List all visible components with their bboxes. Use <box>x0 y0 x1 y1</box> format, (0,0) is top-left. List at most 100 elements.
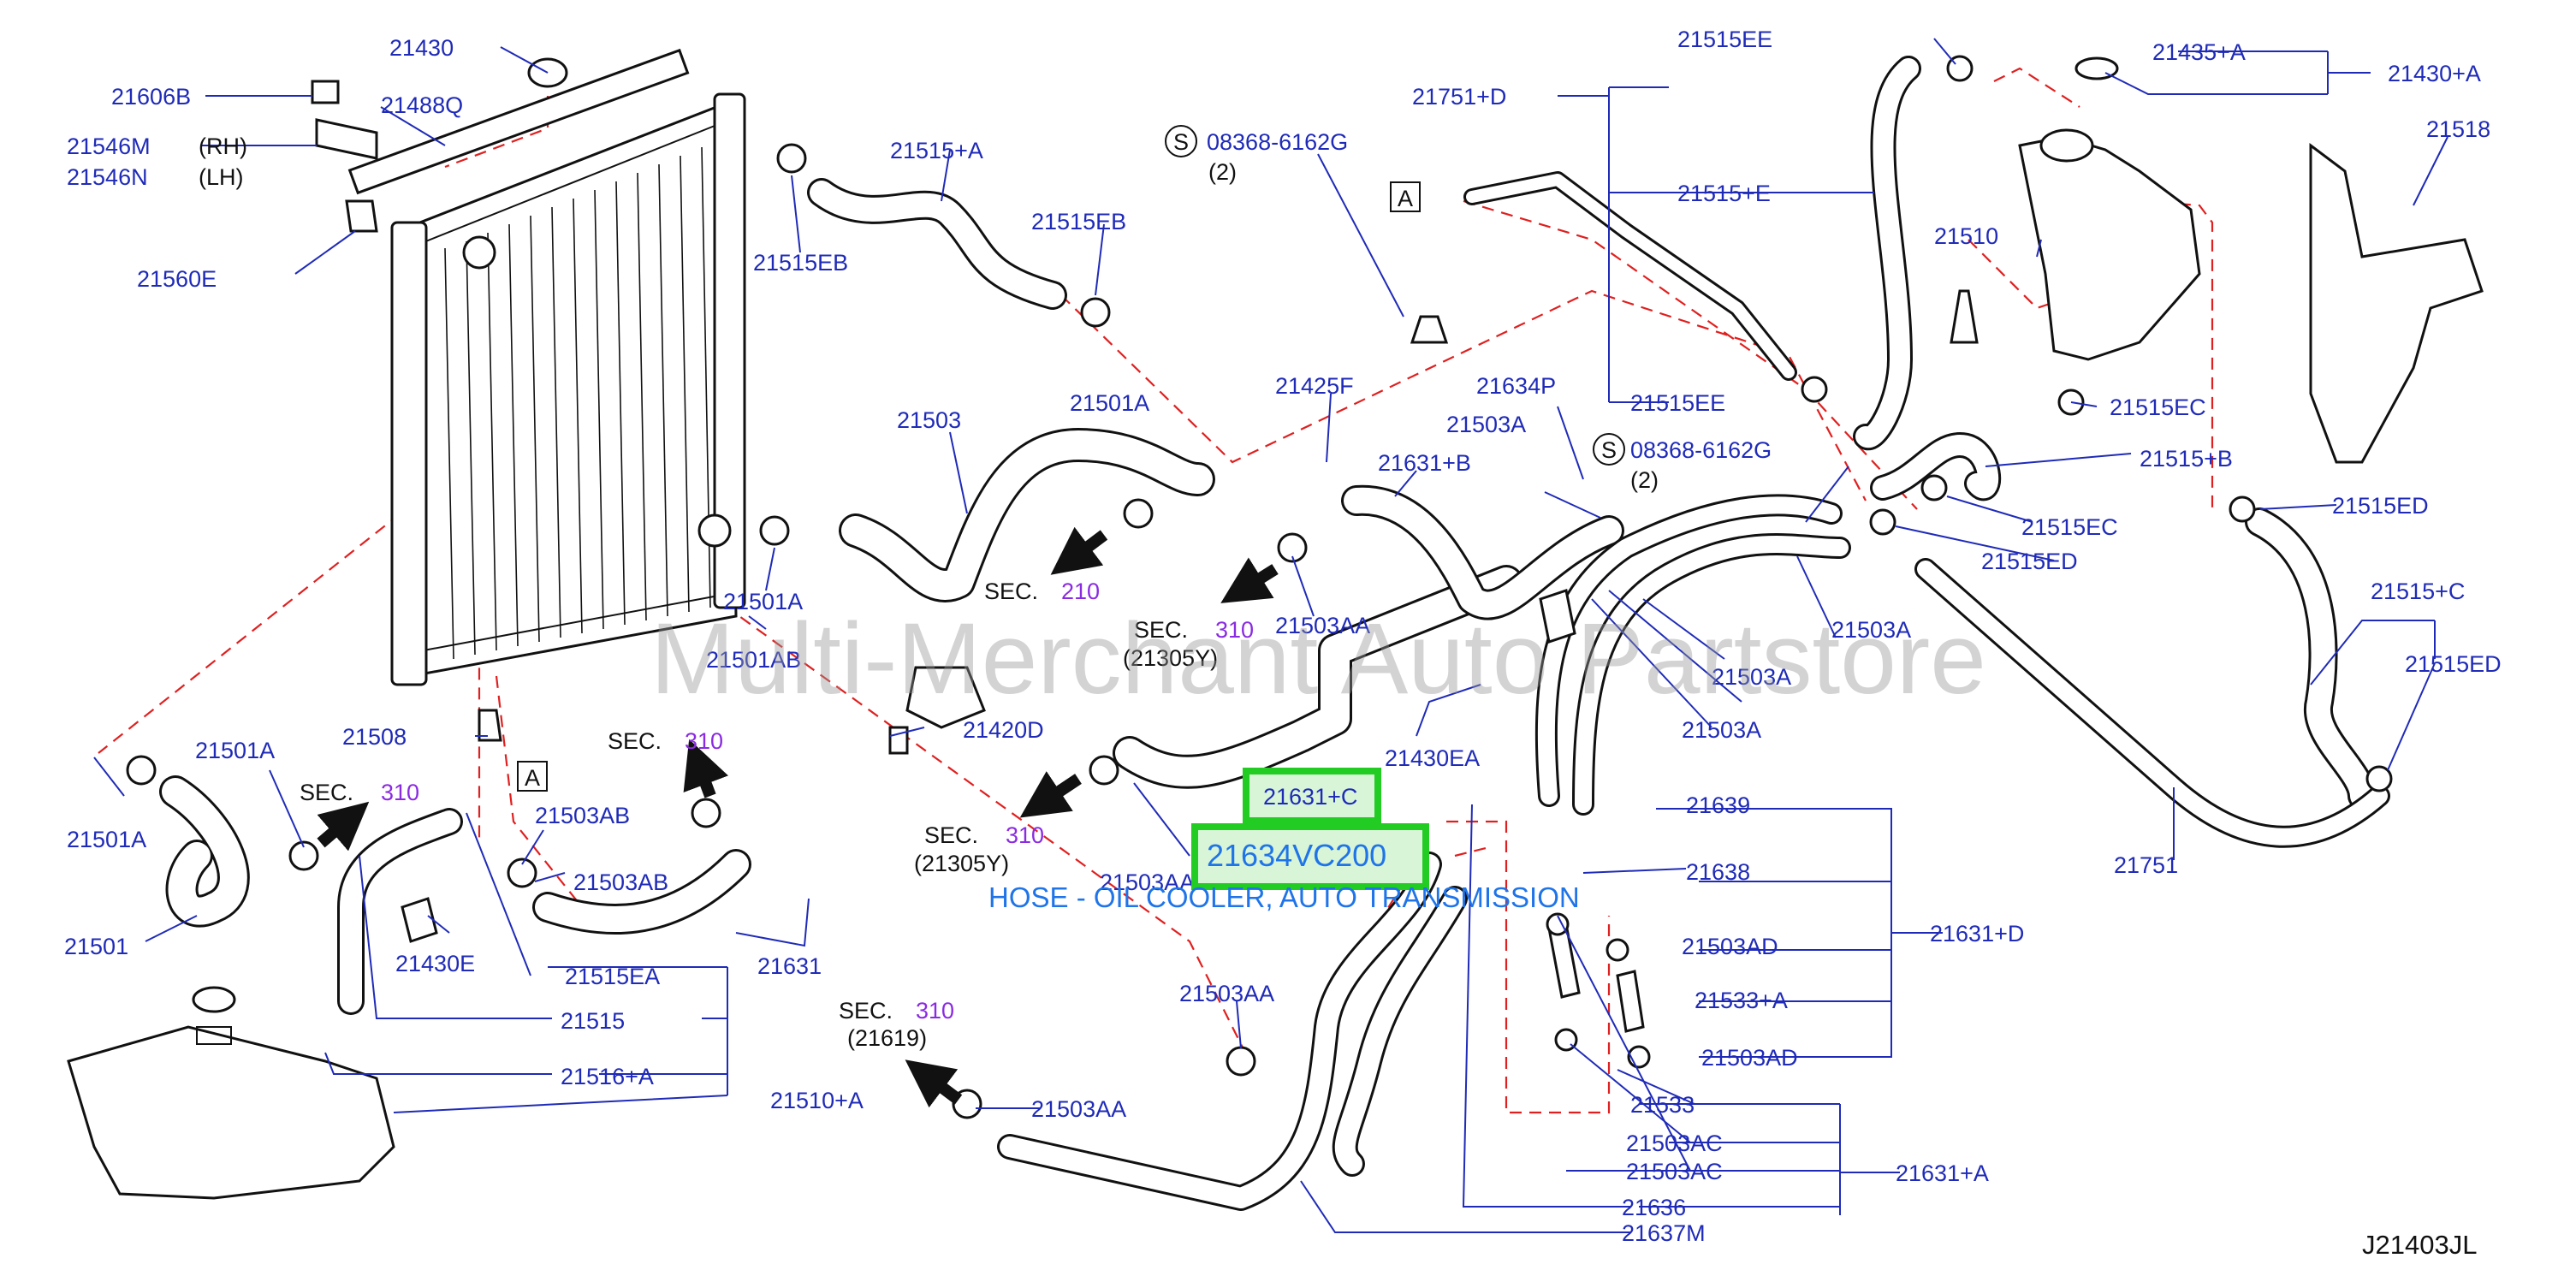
upper-hose-21515a[interactable] <box>807 178 1067 310</box>
clip-21430ea[interactable] <box>1539 589 1576 644</box>
part-label[interactable]: 21631+A <box>1896 1160 1989 1186</box>
part-label[interactable]: 21501A <box>195 738 275 763</box>
part-label[interactable]: 21430+A <box>2388 61 2481 86</box>
part-label[interactable]: 08368-6162G <box>1630 437 1772 463</box>
part-label[interactable]: 21518 <box>2426 116 2490 142</box>
clamp[interactable] <box>1080 297 1111 328</box>
part-label[interactable]: 21515EA <box>565 964 660 989</box>
part-label[interactable]: 21634P <box>1476 373 1556 399</box>
part-label[interactable]: 21488Q <box>381 92 463 118</box>
part-label[interactable]: 21501A <box>67 827 146 852</box>
part-label[interactable]: 21503AA <box>1179 981 1274 1006</box>
part-label[interactable]: 21637M <box>1622 1220 1706 1246</box>
bracket-21518[interactable] <box>2309 143 2484 464</box>
pipe-21751[interactable] <box>1914 558 2390 848</box>
part-label[interactable]: 21515EC <box>2110 395 2206 420</box>
reservoir-tank-21510[interactable] <box>2018 56 2201 361</box>
part-label[interactable]: 08368-6162G <box>1207 129 1348 155</box>
part-label[interactable]: 21430E <box>395 951 475 976</box>
part-label[interactable]: 21515ED <box>2405 651 2502 677</box>
part-label[interactable]: 21435+A <box>2152 39 2246 65</box>
mount-rubber[interactable] <box>345 199 378 233</box>
part-label[interactable]: 21503A <box>1831 617 1911 643</box>
part-label[interactable]: 21515 <box>561 1008 625 1034</box>
clamp[interactable] <box>1089 755 1119 786</box>
clamp[interactable] <box>288 840 319 871</box>
part-label[interactable]: 21515ED <box>1981 549 2078 574</box>
hose-21515c[interactable] <box>2245 507 2377 810</box>
part-label[interactable]: 21508 <box>342 724 407 750</box>
part-label[interactable]: 21515EE <box>1630 390 1725 416</box>
clamp[interactable] <box>776 143 807 174</box>
clip-21430e[interactable] <box>401 897 438 943</box>
part-label[interactable]: 21503AC <box>1626 1159 1723 1184</box>
connector-21533[interactable] <box>1547 923 1581 999</box>
bushing-top[interactable] <box>311 80 340 104</box>
part-label[interactable]: 21515EC <box>2021 514 2118 540</box>
part-label[interactable]: 21515+C <box>2371 579 2465 604</box>
part-label[interactable]: 21606B <box>111 84 191 110</box>
clamp[interactable] <box>1801 376 1828 403</box>
part-label[interactable]: 21503AC <box>1626 1131 1723 1156</box>
part-label[interactable]: 21636 <box>1622 1195 1686 1220</box>
part-label[interactable]: 21503AD <box>1682 934 1778 959</box>
part-label[interactable]: 21515EB <box>753 250 848 276</box>
bolt-08368[interactable] <box>1410 315 1449 344</box>
part-label[interactable]: 21503A <box>1446 412 1526 437</box>
sec-ref[interactable]: SEC. 310 <box>608 728 723 754</box>
part-label[interactable]: 21751+D <box>1412 84 1506 110</box>
part-label[interactable]: 21501A <box>1070 390 1149 416</box>
mount-bracket[interactable] <box>315 118 378 160</box>
clamp[interactable] <box>1226 1046 1256 1077</box>
clamp[interactable] <box>1606 938 1629 962</box>
hose-21503[interactable] <box>839 428 1215 602</box>
bracket-21420d[interactable] <box>905 666 986 729</box>
part-label[interactable]: 21501 <box>64 934 128 959</box>
part-label[interactable]: 21503AA <box>1100 869 1195 895</box>
part-label[interactable]: 21751 <box>2114 852 2178 878</box>
clamp[interactable] <box>1546 912 1570 936</box>
part-label[interactable]: 21516+A <box>561 1064 654 1089</box>
clamp[interactable] <box>691 798 721 828</box>
part-label[interactable]: 21546M <box>67 134 151 159</box>
reservoir-hose-21515e[interactable] <box>1853 56 1921 451</box>
hose-21515[interactable] <box>337 808 463 1015</box>
radiator[interactable] <box>390 92 746 686</box>
part-label[interactable]: 21515EB <box>1031 209 1126 234</box>
bolt-21420d[interactable] <box>888 726 909 755</box>
part-label[interactable]: 21510+A <box>770 1088 864 1113</box>
part-label[interactable]: 21420D <box>963 717 1044 743</box>
drain-plug[interactable] <box>478 709 502 742</box>
clamp[interactable] <box>126 755 157 786</box>
part-label[interactable]: 21501A <box>723 589 803 614</box>
part-label[interactable]: 21639 <box>1686 792 1750 818</box>
part-label[interactable]: 21503A <box>1682 717 1761 743</box>
radiator-seal-strip[interactable] <box>347 48 690 195</box>
hose-21501[interactable] <box>159 775 250 928</box>
sec-ref[interactable]: SEC. 210 <box>984 579 1100 604</box>
clamp[interactable] <box>1920 474 1948 501</box>
part-label[interactable]: 21515+A <box>890 138 983 163</box>
part-label[interactable]: 21515EE <box>1677 27 1772 52</box>
reservoir-tank-21510a[interactable] <box>67 986 395 1200</box>
part-label[interactable]: 21510 <box>1934 223 1998 249</box>
part-label[interactable]: 21638 <box>1686 859 1750 885</box>
clamp[interactable] <box>2365 765 2393 792</box>
hose-21631-b[interactable] <box>1341 484 1624 620</box>
part-label[interactable]: 21503AA <box>1031 1096 1126 1122</box>
part-label[interactable]: 21503 <box>897 407 961 433</box>
sec-ref[interactable]: SEC. 310 (21619) <box>839 998 954 1051</box>
part-label[interactable]: 21501AB <box>706 647 801 673</box>
part-label[interactable]: 21430EA <box>1385 745 1480 771</box>
clamp[interactable] <box>1277 532 1308 563</box>
sec-ref[interactable]: SEC. 310 (21305Y) <box>914 822 1044 876</box>
sec-ref[interactable]: SEC. 310 <box>300 780 419 805</box>
pipe-21751-d[interactable] <box>1463 171 1797 381</box>
hose-21631-c[interactable] <box>1113 565 1523 789</box>
part-label[interactable]: 21560E <box>137 266 217 292</box>
sec-ref[interactable]: SEC. 310 (21305Y) <box>1123 617 1254 671</box>
part-label[interactable]: 21515+B <box>2140 446 2233 472</box>
connector-21533a[interactable] <box>1616 970 1645 1033</box>
part-label[interactable]: 21533 <box>1630 1092 1695 1118</box>
part-label[interactable]: 21503AB <box>573 869 668 895</box>
